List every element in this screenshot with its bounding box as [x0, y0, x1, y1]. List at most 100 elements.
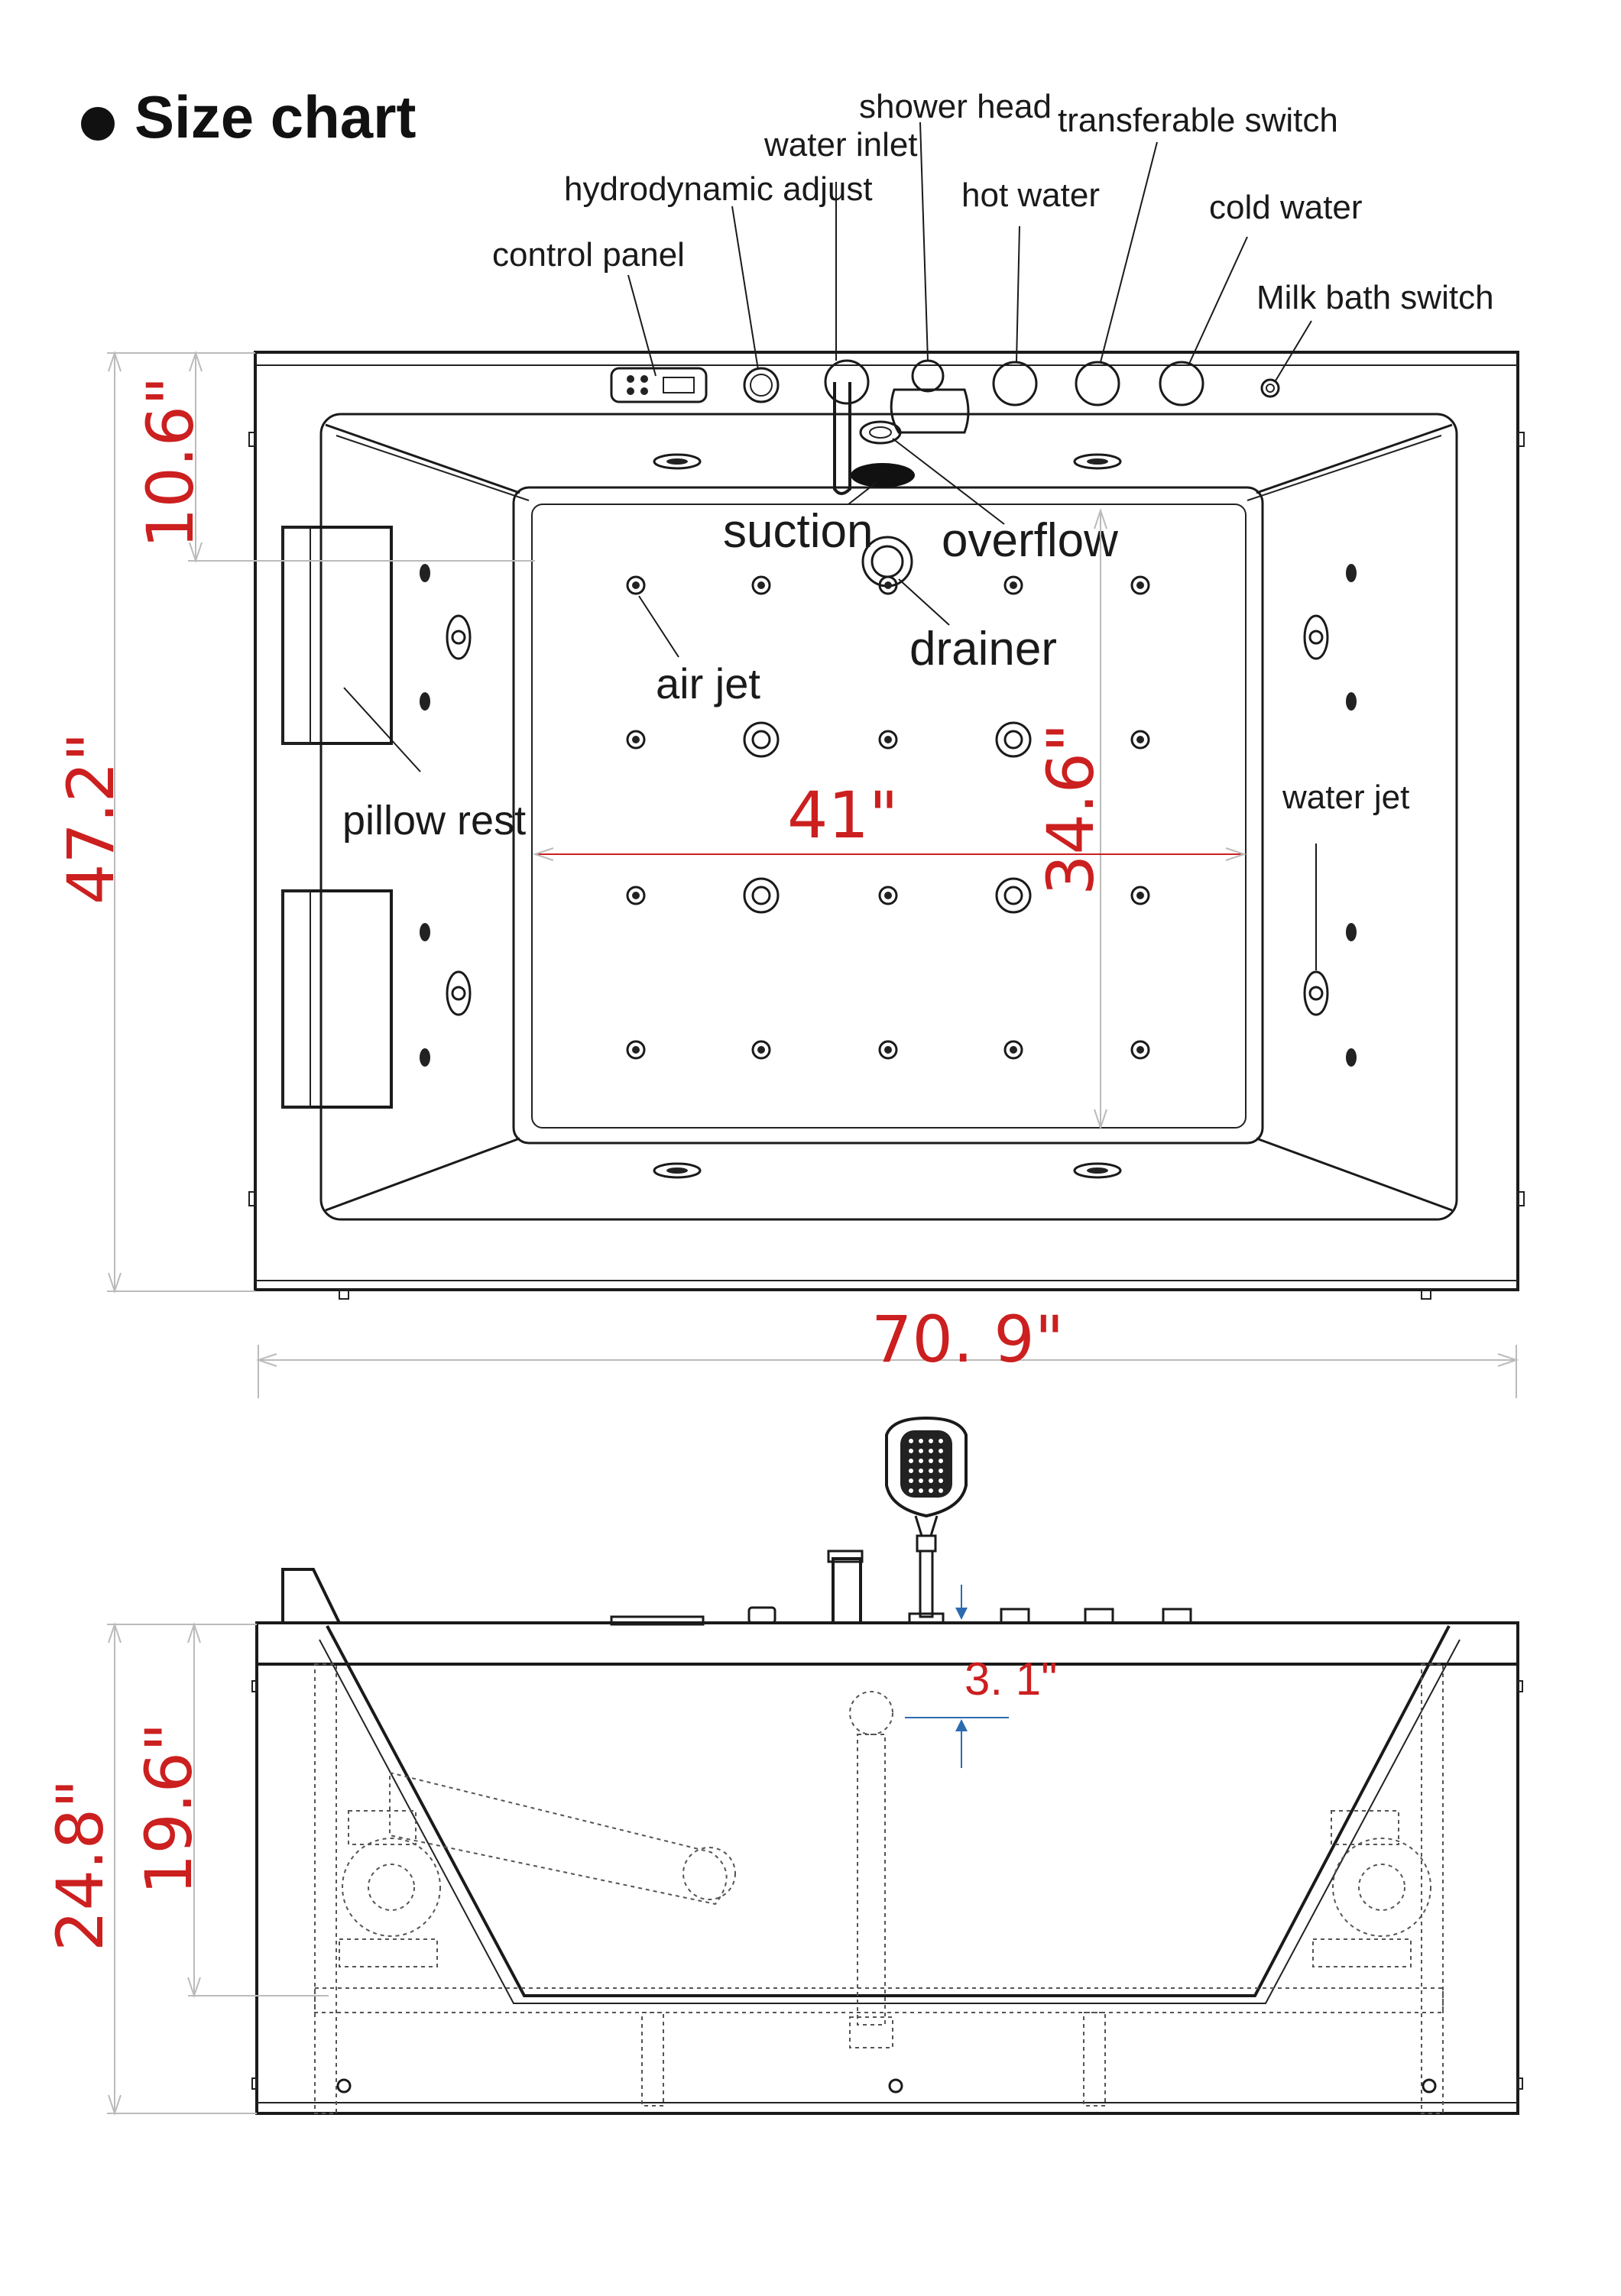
- air-jet-core: [632, 892, 640, 899]
- transferable-switch-knob-icon: [1075, 361, 1120, 406]
- drain-pipe: [389, 1771, 728, 1906]
- leader-lines: [343, 121, 1317, 970]
- label-transferable-switch: transferable switch: [1058, 102, 1338, 139]
- shower-nozzle: [929, 1449, 933, 1453]
- shower-nozzle: [939, 1459, 943, 1463]
- air-jet: [1130, 1040, 1150, 1060]
- air-jet: [878, 886, 898, 905]
- label-water-inlet: water inlet: [763, 126, 918, 164]
- side-deck: [255, 1621, 1519, 1666]
- label-overflow: overflow: [942, 514, 1118, 567]
- label-air-jet: air jet: [656, 659, 760, 708]
- shower-nozzle: [919, 1459, 923, 1463]
- whirlpool-jet-core: [751, 886, 771, 905]
- air-jet-core: [757, 581, 765, 589]
- overflow-icon: [859, 420, 902, 445]
- air-jet: [626, 886, 646, 905]
- cold-water-knob-icon: [1159, 361, 1204, 406]
- shower-nozzle: [919, 1449, 923, 1453]
- side-dimension-lines: [107, 1585, 1009, 2116]
- shower-nozzle: [929, 1478, 933, 1483]
- whirlpool-jet-core: [1003, 730, 1023, 750]
- dim-total-width: 47.2": [53, 732, 128, 905]
- shower-nozzle: [929, 1439, 933, 1443]
- water-inlet-icon: [824, 359, 870, 405]
- whirlpool-jet: [995, 877, 1032, 914]
- shower-nozzle: [919, 1439, 923, 1443]
- air-jet-core: [1136, 736, 1144, 743]
- air-jet-core: [757, 1046, 765, 1054]
- top-dimension-lines: [107, 350, 1519, 1398]
- shower-nozzle: [909, 1488, 913, 1493]
- air-jet: [1130, 575, 1150, 595]
- air-jet-core: [632, 736, 640, 743]
- air-jet-core: [884, 1046, 892, 1054]
- air-jet-core: [1136, 892, 1144, 899]
- whirlpool-jet: [995, 721, 1032, 758]
- air-jet-core: [884, 736, 892, 743]
- dim-headrest-depth: 10.6": [133, 376, 208, 549]
- dim-total-length: 70. 9": [871, 1302, 1064, 1377]
- side-view: [251, 1416, 1523, 2115]
- hydrodynamic-adjust-knob-icon: [743, 367, 780, 403]
- air-jet-core: [1010, 581, 1017, 589]
- shower-nozzle: [939, 1469, 943, 1473]
- air-jet: [1003, 575, 1023, 595]
- side-wall-jets: [420, 564, 1357, 1067]
- air-jet: [1130, 730, 1150, 750]
- air-jet-core: [884, 581, 892, 589]
- dim-total-height: 24.8": [43, 1779, 118, 1951]
- air-jets: [626, 575, 1150, 1060]
- shower-nozzle: [929, 1469, 933, 1473]
- air-jet: [1003, 1040, 1023, 1060]
- top-view: [248, 351, 1525, 1300]
- shower-nozzle: [939, 1449, 943, 1453]
- whirlpool-jet-core: [1003, 886, 1023, 905]
- label-drainer: drainer: [909, 623, 1057, 675]
- shower-nozzle: [939, 1478, 943, 1483]
- shower-nozzle: [939, 1488, 943, 1493]
- shower-nozzle: [939, 1439, 943, 1443]
- air-jet: [878, 1040, 898, 1060]
- air-jet: [1130, 886, 1150, 905]
- shower-nozzle: [929, 1488, 933, 1493]
- shower-nozzle: [919, 1478, 923, 1483]
- shower-nozzle: [929, 1459, 933, 1463]
- side-shower-head-icon: [885, 1416, 968, 1518]
- top-basin-floor: [512, 486, 1264, 1145]
- hot-water-knob-icon: [992, 361, 1038, 406]
- air-jet-core: [632, 1046, 640, 1054]
- air-jet: [626, 730, 646, 750]
- title-bullet-icon: [81, 107, 115, 141]
- air-jet-core: [1010, 1046, 1017, 1054]
- shower-nozzle: [909, 1469, 913, 1473]
- air-jet-core: [1136, 1046, 1144, 1054]
- pump-motor-right: [1332, 1838, 1431, 1937]
- label-pillow-rest: pillow rest: [342, 798, 526, 844]
- shower-nozzle: [919, 1488, 923, 1493]
- air-jet-core: [884, 892, 892, 899]
- dim-deck-offset: 3. 1": [964, 1653, 1057, 1705]
- side-basin-profile: [326, 1625, 1451, 1997]
- part-labels: shower head water inlet transferable swi…: [342, 88, 1494, 844]
- label-suction: suction: [723, 505, 873, 558]
- air-jet: [878, 575, 898, 595]
- control-panel-icon: [610, 367, 708, 403]
- pillow-rest-upper: [281, 526, 393, 745]
- top-basin-rim: [319, 413, 1458, 1221]
- air-jet: [751, 575, 771, 595]
- suction-icon: [851, 463, 915, 487]
- pillow-rest-lower: [281, 889, 393, 1109]
- air-jet: [878, 730, 898, 750]
- whirlpool-jet-core: [751, 730, 771, 750]
- dim-inner-length: 41": [787, 778, 899, 853]
- label-shower-head: shower head: [859, 88, 1052, 125]
- label-control-panel: control panel: [492, 236, 685, 274]
- faucet-spout-icon: [833, 382, 851, 495]
- side-faucet-icon: [832, 1557, 862, 1623]
- pump-motor-left: [342, 1838, 441, 1937]
- shower-head-icon: [890, 388, 970, 434]
- whirlpool-jet: [743, 721, 780, 758]
- whirlpool-jet: [743, 877, 780, 914]
- air-jet: [626, 1040, 646, 1060]
